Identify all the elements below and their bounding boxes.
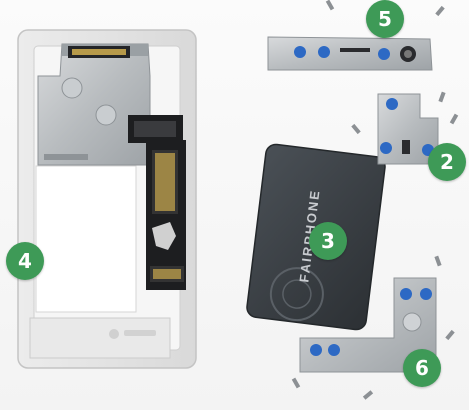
callout-badge-battery: 3 — [309, 222, 347, 260]
loose-screws — [291, 0, 459, 400]
top-connector — [68, 46, 130, 58]
bottom-module — [299, 277, 437, 373]
small-module — [377, 93, 439, 165]
callout-badge-small-module: 2 — [428, 143, 466, 181]
callout-badge-frame: 4 — [6, 242, 44, 280]
callout-badge-top-module: 5 — [366, 0, 404, 38]
callout-badge-bottom-module: 6 — [403, 349, 441, 387]
circuit-board — [128, 115, 186, 290]
top-module — [267, 36, 433, 71]
